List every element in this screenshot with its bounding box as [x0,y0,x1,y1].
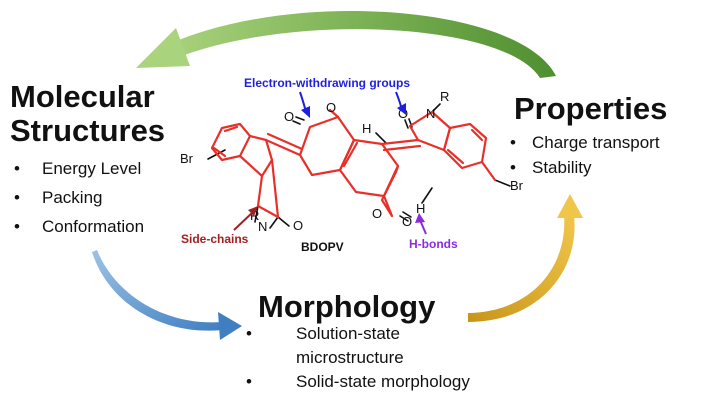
list-item: Packing [14,183,144,212]
annotation-arrows [233,91,427,235]
atom-o-left-carbonyl: O [293,218,303,233]
atom-br-left: Br [180,151,194,166]
h-bonds-label: H-bonds [409,237,458,251]
atom-o-top-carbonyl: O [284,109,294,124]
list-item: Solid-state morphology [246,370,470,394]
atom-n-right: N [426,106,435,121]
molecular-structures-title-line1: Molecular [10,79,155,114]
atom-o-top-ring: O [326,100,336,115]
atom-br-right: Br [510,178,524,193]
atom-o-bottom-ring: O [372,206,382,221]
list-item: Charge transport [510,130,660,155]
atom-o-right-carbonyl: O [398,106,408,121]
list-item: Solution-state microstructure [246,322,470,370]
list-item: Energy Level [14,154,144,183]
properties-list: Charge transport Stability [510,130,660,180]
bdopv-molecule: Br N R O O O H O O H O N R Br [180,89,524,234]
bdopv-label: BDOPV [301,240,344,254]
side-chains-label: Side-chains [181,232,249,246]
morphology-item1-line1: Solution-state [296,324,400,343]
list-item: Conformation [14,212,144,241]
properties-title: Properties [514,91,668,126]
arrow-properties-to-structures [136,11,556,78]
molecular-structures-list: Energy Level Packing Conformation [14,154,144,241]
morphology-item1-line2: microstructure [296,348,404,367]
molecular-structures-title-line2: Structures [10,113,166,148]
atom-h-top: H [362,121,371,136]
atom-o-bottom-carbonyl: O [402,214,412,229]
arrow-morphology-to-properties [468,194,583,322]
electron-withdrawing-label: Electron-withdrawing groups [244,76,411,90]
list-item: Stability [510,155,660,180]
atom-h-bottom: H [416,201,425,216]
atom-n-left: N [258,219,267,234]
morphology-list: Solution-state microstructure Solid-stat… [246,322,470,394]
arrow-structures-to-morphology [92,250,242,340]
atom-r-right: R [440,89,449,104]
morphology-title: Morphology [258,289,436,324]
atom-r-left: R [250,208,259,223]
